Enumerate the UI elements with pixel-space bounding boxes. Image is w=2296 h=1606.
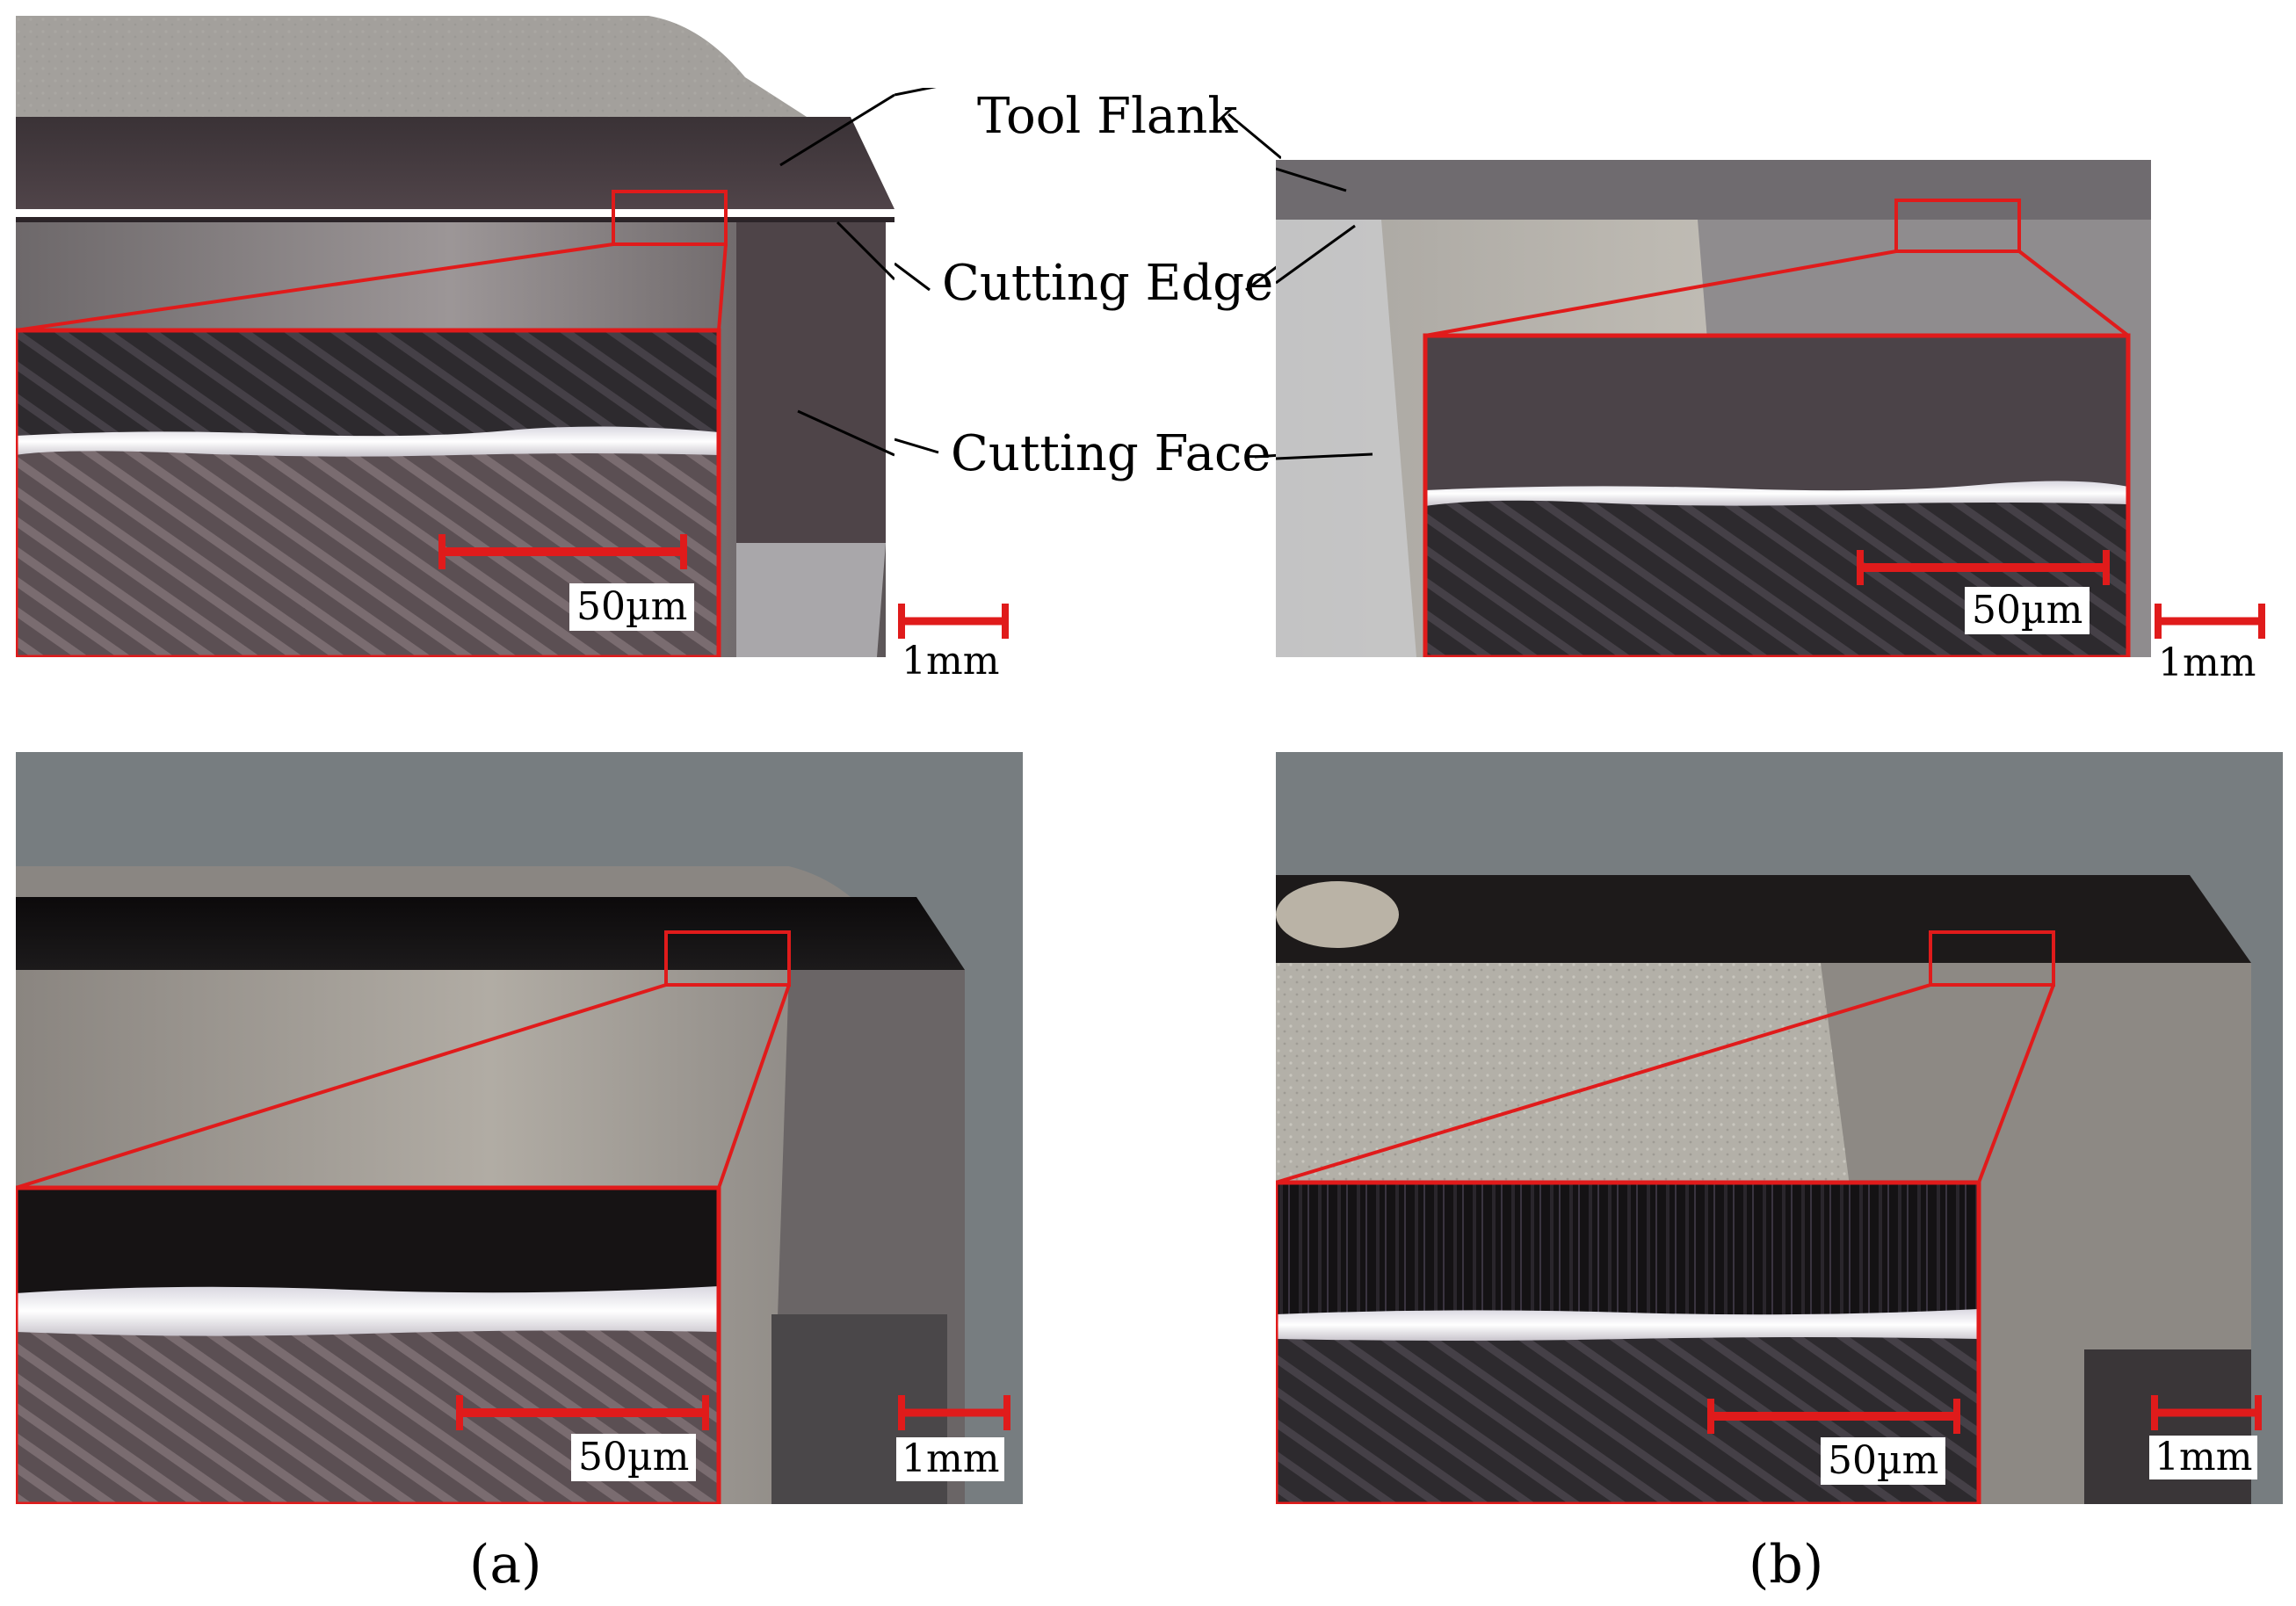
zoom-inset-frame: [1276, 1180, 1981, 1504]
zoom-inset-frame: [16, 1185, 721, 1504]
label-cutting-edge: Cutting Edge: [942, 255, 1274, 312]
scale-label-1mm-bl: 1mm: [896, 1437, 1005, 1481]
scale-label-50um-bl: 50µm: [571, 1434, 697, 1481]
scale-label-50um-br: 50µm: [1821, 1437, 1946, 1485]
label-tool-flank: Tool Flank: [977, 88, 1238, 145]
scale-label-50um-tl: 50µm: [569, 583, 695, 631]
scale-bar-1mm-tr: [2155, 604, 2265, 639]
micrograph-top-left: [16, 16, 894, 657]
micrograph-bottom-right: [1276, 752, 2283, 1504]
scale-label-1mm-tl: 1mm: [902, 639, 1000, 684]
caption-a: (a): [469, 1534, 542, 1595]
zoom-source-box: [612, 190, 728, 246]
scale-bar-1mm-tl: [898, 604, 1009, 639]
scale-label-50um-tr: 50µm: [1965, 587, 2090, 634]
scale-label-1mm-tr: 1mm: [2158, 640, 2256, 685]
scale-label-1mm-br: 1mm: [2149, 1436, 2258, 1479]
micrograph-bottom-left: [16, 752, 1023, 1504]
label-cutting-face: Cutting Face: [951, 425, 1271, 482]
zoom-inset-frame: [1423, 333, 2131, 657]
micrograph-top-right: [1276, 160, 2151, 657]
zoom-inset-frame: [16, 328, 721, 657]
caption-b: (b): [1749, 1534, 1824, 1595]
zoom-source-box: [1929, 930, 2055, 987]
zoom-source-box: [664, 930, 791, 987]
zoom-source-box: [1894, 199, 2021, 253]
annotation-leaders: [894, 88, 1281, 459]
